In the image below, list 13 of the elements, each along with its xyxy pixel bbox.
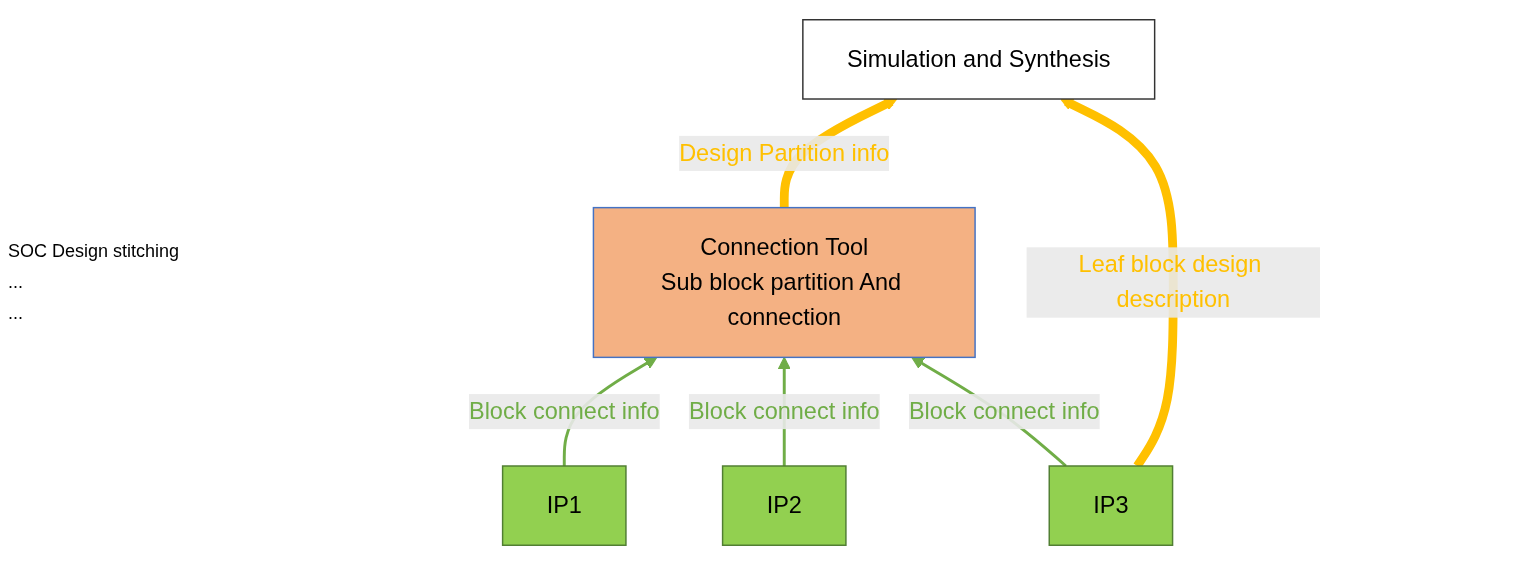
edge-label: Design Partition info <box>679 140 890 166</box>
edge-label: Block connect info <box>468 398 660 424</box>
diagram-caption: SOC Design stitching <box>8 241 181 262</box>
node-box: IP3 <box>1048 465 1174 546</box>
node-box: IP2 <box>721 465 847 546</box>
edge-label: Leaf block design description <box>1078 251 1262 312</box>
note-label: ... <box>8 303 24 324</box>
node-box: Simulation and Synthesis <box>802 19 1156 100</box>
node-box: IP1 <box>501 465 627 546</box>
edge-label: Block connect info <box>688 398 880 424</box>
note-label: ... <box>8 272 24 293</box>
edge-label: Block connect info <box>908 398 1100 424</box>
node-box: Connection Tool Sub block partition And connection <box>592 206 976 359</box>
